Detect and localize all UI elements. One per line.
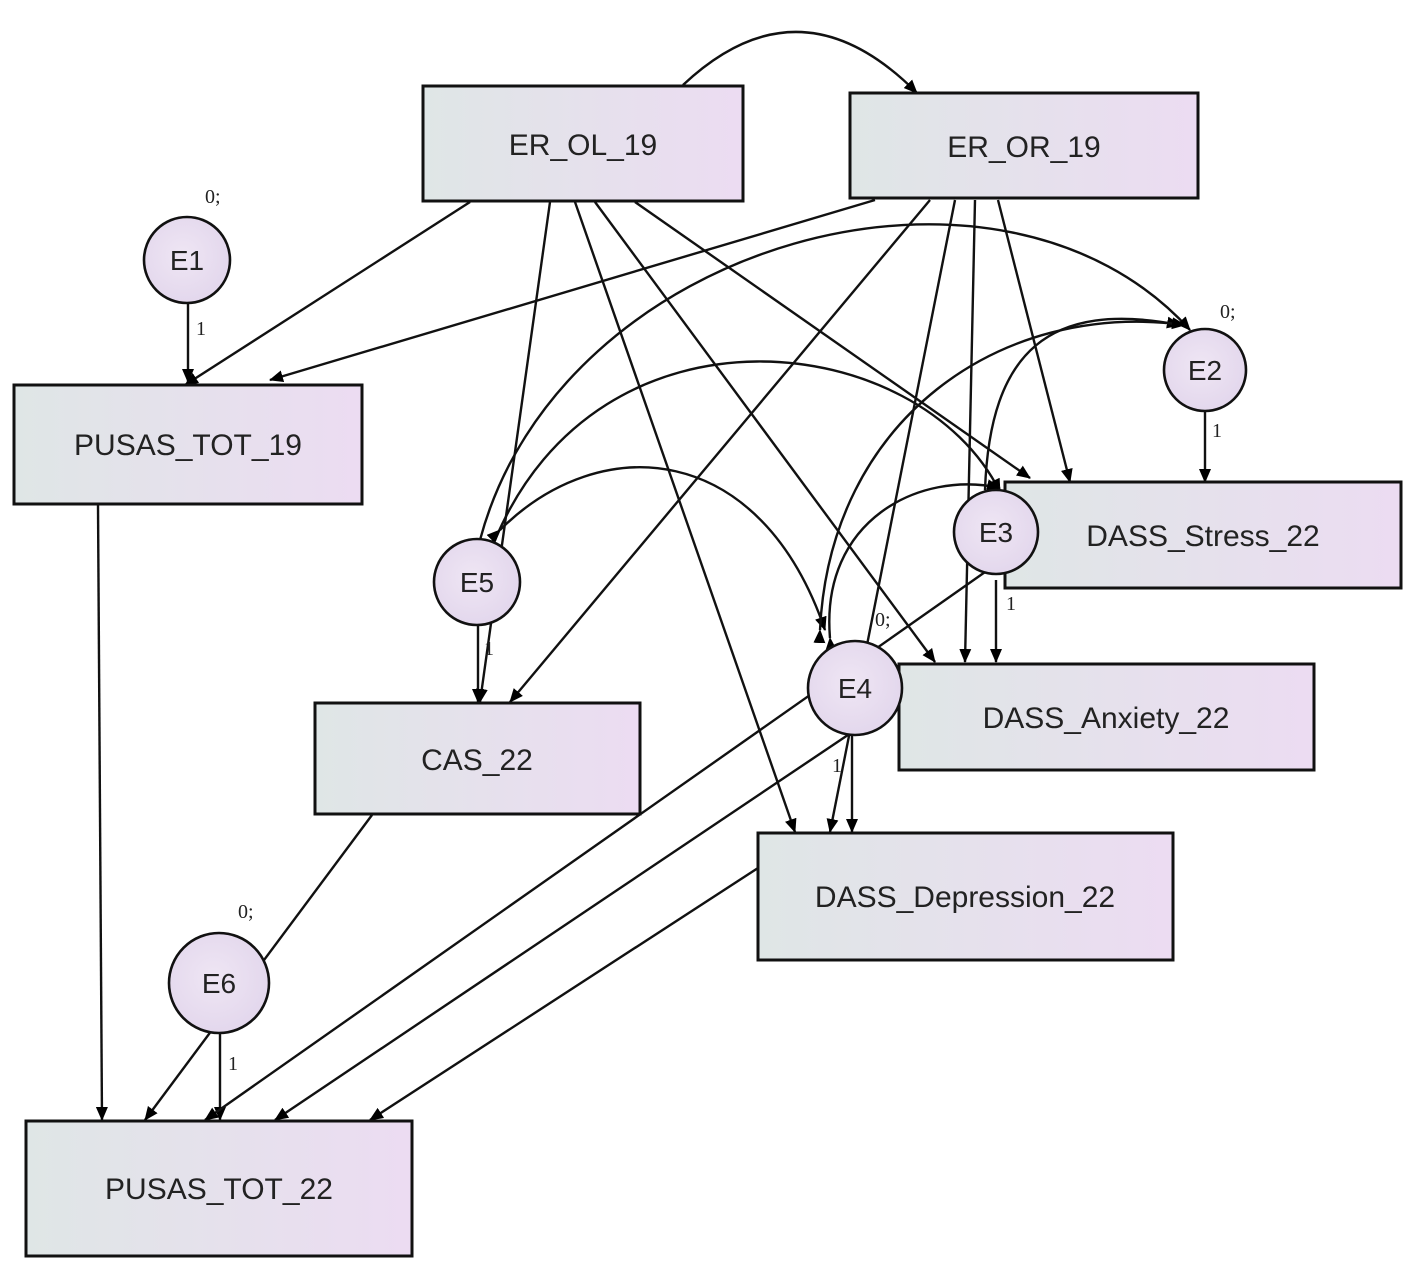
error-e4[interactable]: E4 [806, 639, 904, 737]
path-er-ol-to-dass-anxiety [594, 201, 936, 663]
e1-path-weight: 1 [196, 318, 206, 340]
e3-path-weight: 1 [1006, 593, 1016, 615]
path-dass-anxiety-to-pusas-tot-22 [274, 699, 901, 1121]
covariance-e4-e3 [825, 479, 1001, 652]
box-er-or-19[interactable]: ER_OR_19 [848, 91, 1200, 200]
box-pusas-tot-22[interactable]: PUSAS_TOT_22 [24, 1119, 414, 1258]
covariance-e5-e2 [470, 223, 1191, 555]
box-pusas-tot-19-label: PUSAS_TOT_19 [74, 429, 302, 462]
box-dass-stress-22[interactable]: DASS_Stress_22 [1003, 480, 1403, 590]
e2-mean-variance-label: 0; [1220, 301, 1236, 323]
box-dass-depression-22-label: DASS_Depression_22 [815, 881, 1115, 914]
error-e1[interactable]: E1 [142, 215, 232, 305]
path-er-or-to-cas-22 [509, 199, 931, 703]
path-pusas-tot-19-to-pusas-tot-22 [95, 504, 108, 1121]
box-er-or-19-label: ER_OR_19 [947, 131, 1100, 164]
error-e6-label: E6 [202, 968, 236, 999]
error-e5-label: E5 [460, 567, 494, 598]
e2-path-weight: 1 [1212, 420, 1222, 442]
box-pusas-tot-22-label: PUSAS_TOT_22 [105, 1173, 333, 1206]
error-e2-label: E2 [1188, 355, 1222, 386]
e6-mean-variance-label: 0; [238, 901, 254, 923]
box-er-ol-19[interactable]: ER_OL_19 [421, 84, 745, 203]
error-e1-label: E1 [170, 245, 204, 276]
error-e5[interactable]: E5 [432, 537, 522, 627]
e6-path-weight: 1 [228, 1053, 238, 1075]
box-pusas-tot-19[interactable]: PUSAS_TOT_19 [12, 383, 364, 506]
e4-mean-variance-label: 0; [875, 609, 891, 631]
e4-path-weight: 1 [832, 755, 842, 777]
path-er-or-to-dass-anxiety [959, 199, 977, 663]
box-dass-anxiety-22[interactable]: DASS_Anxiety_22 [897, 662, 1316, 772]
error-e2[interactable]: E2 [1162, 327, 1248, 413]
box-dass-stress-22-label: DASS_Stress_22 [1086, 520, 1319, 553]
error-e4-label: E4 [838, 673, 872, 704]
box-dass-depression-22[interactable]: DASS_Depression_22 [756, 831, 1175, 962]
path-er-or-to-pusas-tot-19 [269, 198, 876, 383]
error-e6[interactable]: E6 [167, 931, 271, 1035]
box-dass-anxiety-22-label: DASS_Anxiety_22 [983, 702, 1230, 735]
e5-path-weight: 1 [484, 638, 494, 660]
box-cas-22-label: CAS_22 [421, 744, 533, 777]
covariance-er-ol-er-or [669, 30, 918, 99]
box-er-ol-19-label: ER_OL_19 [509, 129, 657, 162]
covariance-e5-e4 [486, 466, 827, 631]
e1-mean-variance-label: 0; [205, 186, 221, 208]
error-e3[interactable]: E3 [952, 488, 1040, 576]
covariance-e5-e3 [484, 360, 1002, 555]
box-cas-22[interactable]: CAS_22 [313, 701, 642, 816]
path-er-or-to-dass-stress [996, 199, 1073, 483]
path-dass-depression-to-pusas-tot-22 [369, 866, 759, 1122]
error-e3-label: E3 [979, 517, 1013, 548]
path-er-ol-to-pusas-tot-19 [184, 200, 471, 387]
